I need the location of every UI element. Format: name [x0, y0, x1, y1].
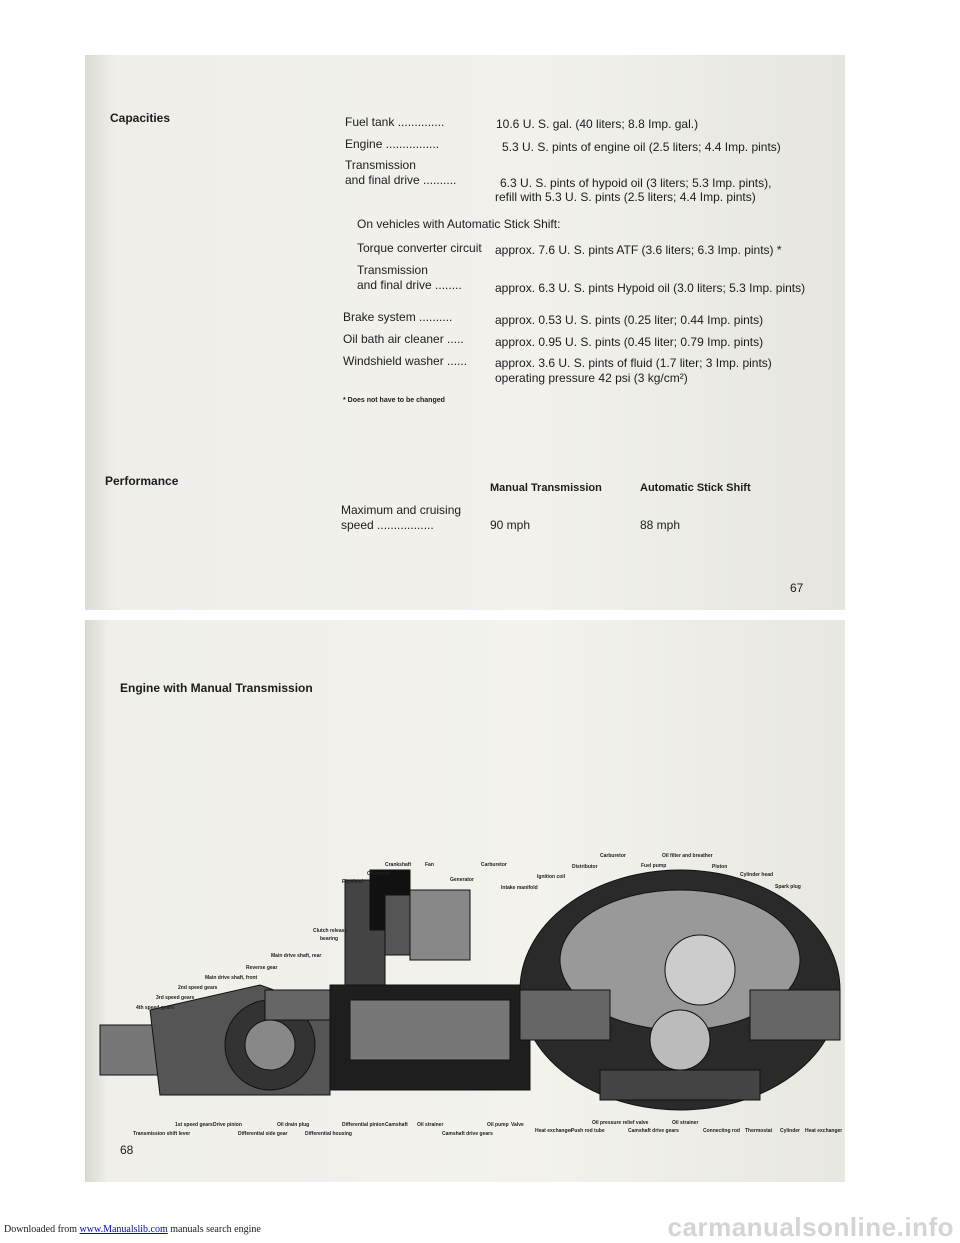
label-fan: Fan — [425, 862, 434, 868]
label-cylinder: Cylinder — [780, 1128, 801, 1134]
page-title: Engine with Manual Transmission — [120, 681, 313, 695]
manualslib-link[interactable]: www.Manualslib.com — [79, 1224, 168, 1235]
label-spark-plug: Spark plug — [775, 884, 801, 890]
label-generator: Generator — [450, 877, 474, 883]
label-clutch-bearing: bearing — [320, 936, 339, 942]
label-fuel-pump: Fuel pump — [641, 863, 667, 869]
label-shift-lever: Transmission shift lever — [133, 1131, 191, 1137]
page-number-68: 68 — [120, 1143, 134, 1157]
label-flywheel: Flywheel — [342, 879, 364, 885]
washer-value-2: operating pressure 42 psi (3 kg/cm²) — [495, 371, 688, 385]
label-1st-gears: 1st speed gears — [175, 1122, 213, 1128]
label-main-drive-front: Main drive shaft, front — [205, 975, 258, 981]
col-auto: Automatic Stick Shift — [640, 482, 751, 494]
label-carburetor-r: Carburetor — [600, 853, 626, 859]
label-heat-exchanger: Heat exchanger — [535, 1128, 573, 1134]
auto-transmission-label-2: and final drive ........ — [357, 278, 462, 292]
label-oil-pressure-valve: Oil pressure relief valve — [592, 1120, 649, 1126]
label-camshaft-drive-gears: Camshaft drive gears — [442, 1131, 493, 1137]
label-cylinder-head: Cylinder head — [740, 872, 774, 878]
auto-transmission-label: Transmission — [357, 263, 428, 277]
air-cleaner-value: approx. 0.95 U. S. pints (0.45 liter; 0.… — [495, 335, 764, 349]
label-piston: Piston — [712, 864, 728, 870]
transmission-value: 6.3 U. S. pints of hypoid oil (3 liters;… — [500, 176, 772, 190]
label-3rd-gears: 3rd speed gears — [156, 995, 195, 1001]
label-reverse-gear: Reverse gear — [246, 965, 278, 971]
washer-value: approx. 3.6 U. S. pints of fluid (1.7 li… — [495, 356, 772, 370]
engine-label: Engine ................ — [345, 137, 440, 151]
col-manual: Manual Transmission — [490, 482, 602, 494]
performance-heading: Performance — [105, 474, 179, 488]
label-connecting-rod: Connecting rod — [703, 1128, 740, 1134]
label-intake-manifold: Intake manifold — [501, 885, 538, 891]
footer-prefix: Downloaded from — [4, 1224, 80, 1235]
capacities-heading: Capacities — [110, 111, 171, 125]
label-valve: Valve — [511, 1122, 524, 1128]
auto-transmission-value: approx. 6.3 U. S. pints Hypoid oil (3.0 … — [495, 281, 806, 295]
torque-label: Torque converter circuit — [357, 241, 482, 255]
label-4th-gears: 4th speed gears — [136, 1005, 175, 1011]
footnote: * Does not have to be changed — [343, 397, 445, 404]
speed-label-2: speed ................. — [341, 518, 434, 532]
brake-value: approx. 0.53 U. S. pints (0.25 liter; 0.… — [495, 313, 764, 327]
label-ignition-coil: Ignition coil — [537, 874, 566, 880]
page-67 — [85, 55, 845, 610]
label-crankshaft: Crankshaft — [385, 862, 412, 868]
footer: Downloaded from www.Manualslib.com manua… — [4, 1224, 261, 1235]
label-oil-drain-plug: Oil drain plug — [277, 1122, 310, 1128]
label-camshaft-drive-gears-r: Camshaft drive gears — [628, 1128, 679, 1134]
page-number-67: 67 — [790, 581, 804, 595]
brake-label: Brake system .......... — [343, 310, 453, 324]
label-heat-exchanger-2: Heat exchanger — [805, 1128, 843, 1134]
label-diff-housing: Differential housing — [305, 1131, 352, 1137]
speed-manual: 90 mph — [490, 518, 531, 532]
label-oil-filter: Oil filter and breather — [662, 853, 713, 859]
label-push-rod-tube: Push rod tube — [571, 1128, 605, 1134]
label-thermostat: Thermostat — [745, 1128, 773, 1134]
label-main-drive-rear: Main drive shaft, rear — [271, 953, 322, 959]
label-drive-pinion: Drive pinion — [213, 1122, 242, 1128]
label-2nd-gears: 2nd speed gears — [178, 985, 218, 991]
label-oil-strainer-r: Oil strainer — [672, 1120, 699, 1126]
torque-value: approx. 7.6 U. S. pints ATF (3.6 liters;… — [495, 243, 782, 257]
footer-suffix: manuals search engine — [167, 1224, 261, 1235]
washer-label: Windshield washer ...... — [343, 354, 468, 368]
label-clutch-release: Clutch release — [313, 928, 348, 934]
label-oil-pump: Oil pump — [487, 1122, 509, 1128]
automatic-note: On vehicles with Automatic Stick Shift: — [357, 217, 561, 231]
label-oil-strainer: Oil strainer — [417, 1122, 444, 1128]
label-diff-pinion: Differential pinion — [342, 1122, 385, 1128]
label-diff-side-gear: Differential side gear — [238, 1131, 288, 1137]
speed-auto: 88 mph — [640, 518, 681, 532]
speed-label: Maximum and cruising — [341, 503, 462, 517]
fuel-tank-value: 10.6 U. S. gal. (40 liters; 8.8 Imp. gal… — [496, 117, 699, 131]
fuel-tank-label: Fuel tank .............. — [345, 115, 445, 129]
label-oil-cooler: Oil cooler — [367, 871, 391, 877]
watermark: carmanualsonline.info — [667, 1212, 954, 1242]
label-camshaft: Camshaft — [385, 1122, 408, 1128]
label-carburetor: Carburetor — [481, 862, 507, 868]
transmission-label: Transmission — [345, 158, 416, 172]
transmission-label-2: and final drive .......... — [345, 173, 457, 187]
transmission-value-2: refill with 5.3 U. S. pints (2.5 liters;… — [495, 190, 756, 204]
label-distributor: Distributor — [572, 864, 598, 870]
air-cleaner-label: Oil bath air cleaner ..... — [343, 332, 464, 346]
engine-value: 5.3 U. S. pints of engine oil (2.5 liter… — [502, 140, 781, 154]
